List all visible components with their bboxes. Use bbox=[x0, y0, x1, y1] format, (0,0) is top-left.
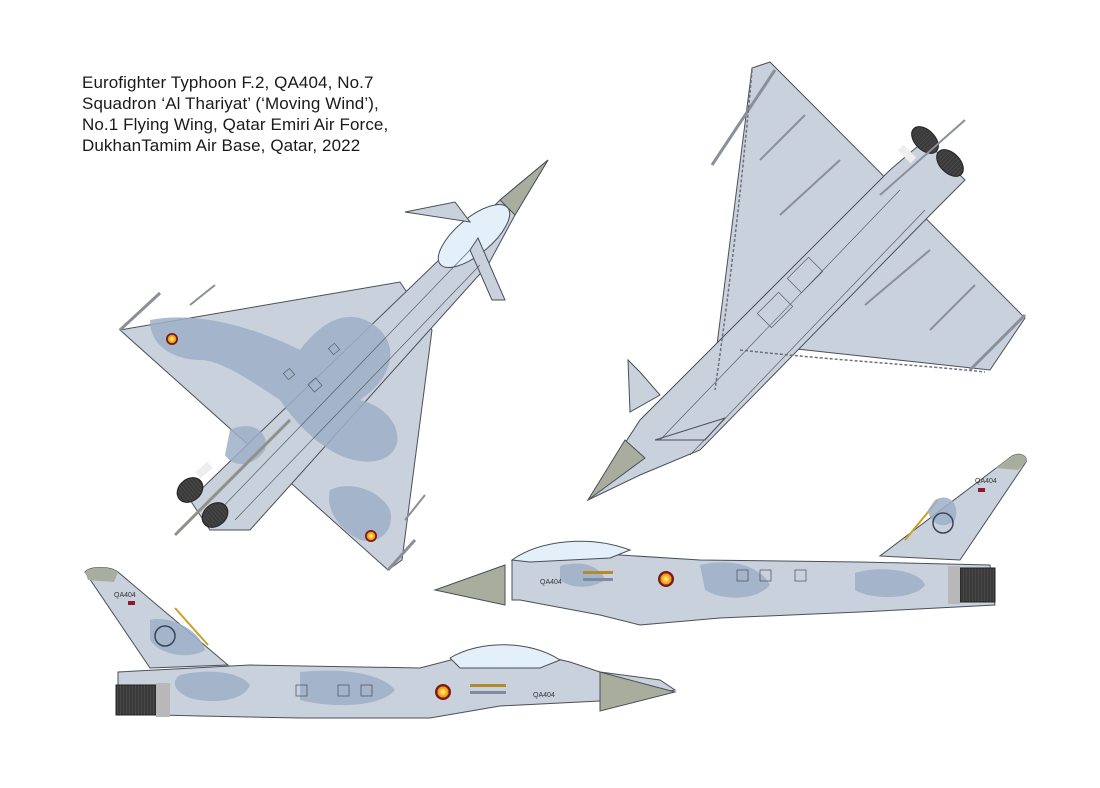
caption-line-2: Squadron ‘Al Thariyat’ (‘Moving Wind’), bbox=[82, 94, 379, 113]
fin-serial: QA404 bbox=[975, 478, 997, 485]
roundel-icon bbox=[166, 333, 178, 345]
qatar-flag-icon bbox=[128, 601, 135, 605]
fin-serial: QA404 bbox=[114, 592, 136, 599]
roundel-icon bbox=[365, 530, 377, 542]
roundel-icon bbox=[658, 571, 674, 587]
nose-serial: QA404 bbox=[533, 692, 555, 699]
top-view bbox=[118, 159, 549, 572]
qatar-flag-icon bbox=[978, 488, 985, 492]
profile-caption: Eurofighter Typhoon F.2, QA404, No.7 Squ… bbox=[82, 72, 388, 156]
nose-serial: QA404 bbox=[540, 579, 562, 586]
caption-line-1: Eurofighter Typhoon F.2, QA404, No.7 bbox=[82, 73, 374, 92]
caption-line-3: No.1 Flying Wing, Qatar Emiri Air Force, bbox=[82, 115, 389, 134]
caption-line-4: DukhanTamim Air Base, Qatar, 2022 bbox=[82, 136, 361, 155]
left-profile: QA404 QA404 bbox=[84, 567, 677, 719]
roundel-icon bbox=[435, 684, 451, 700]
squadron-badge-icon bbox=[154, 625, 176, 647]
right-profile: QA404 QA404 bbox=[433, 453, 1027, 626]
squadron-badge-icon bbox=[932, 512, 954, 534]
underside-view bbox=[586, 61, 1027, 502]
